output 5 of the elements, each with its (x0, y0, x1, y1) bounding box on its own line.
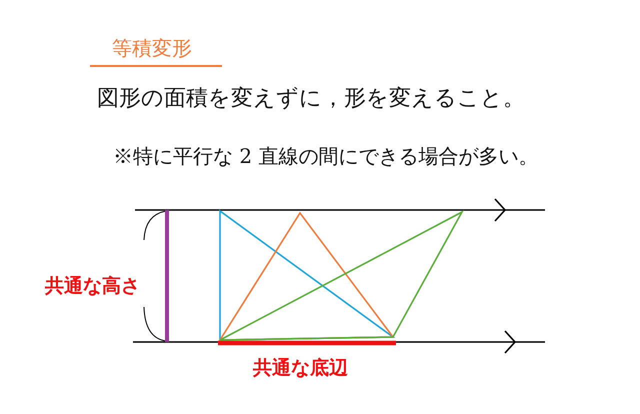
base-label: 共通な底辺 (253, 357, 348, 380)
height-label: 共通な高さ (45, 275, 140, 298)
title: 等積変形 (112, 36, 192, 60)
note-text: ※特に平行な 2 直線の間にできる場合が多い。 (113, 144, 538, 168)
description-text: 図形の面積を変えずに，形を変えること。 (97, 86, 525, 112)
